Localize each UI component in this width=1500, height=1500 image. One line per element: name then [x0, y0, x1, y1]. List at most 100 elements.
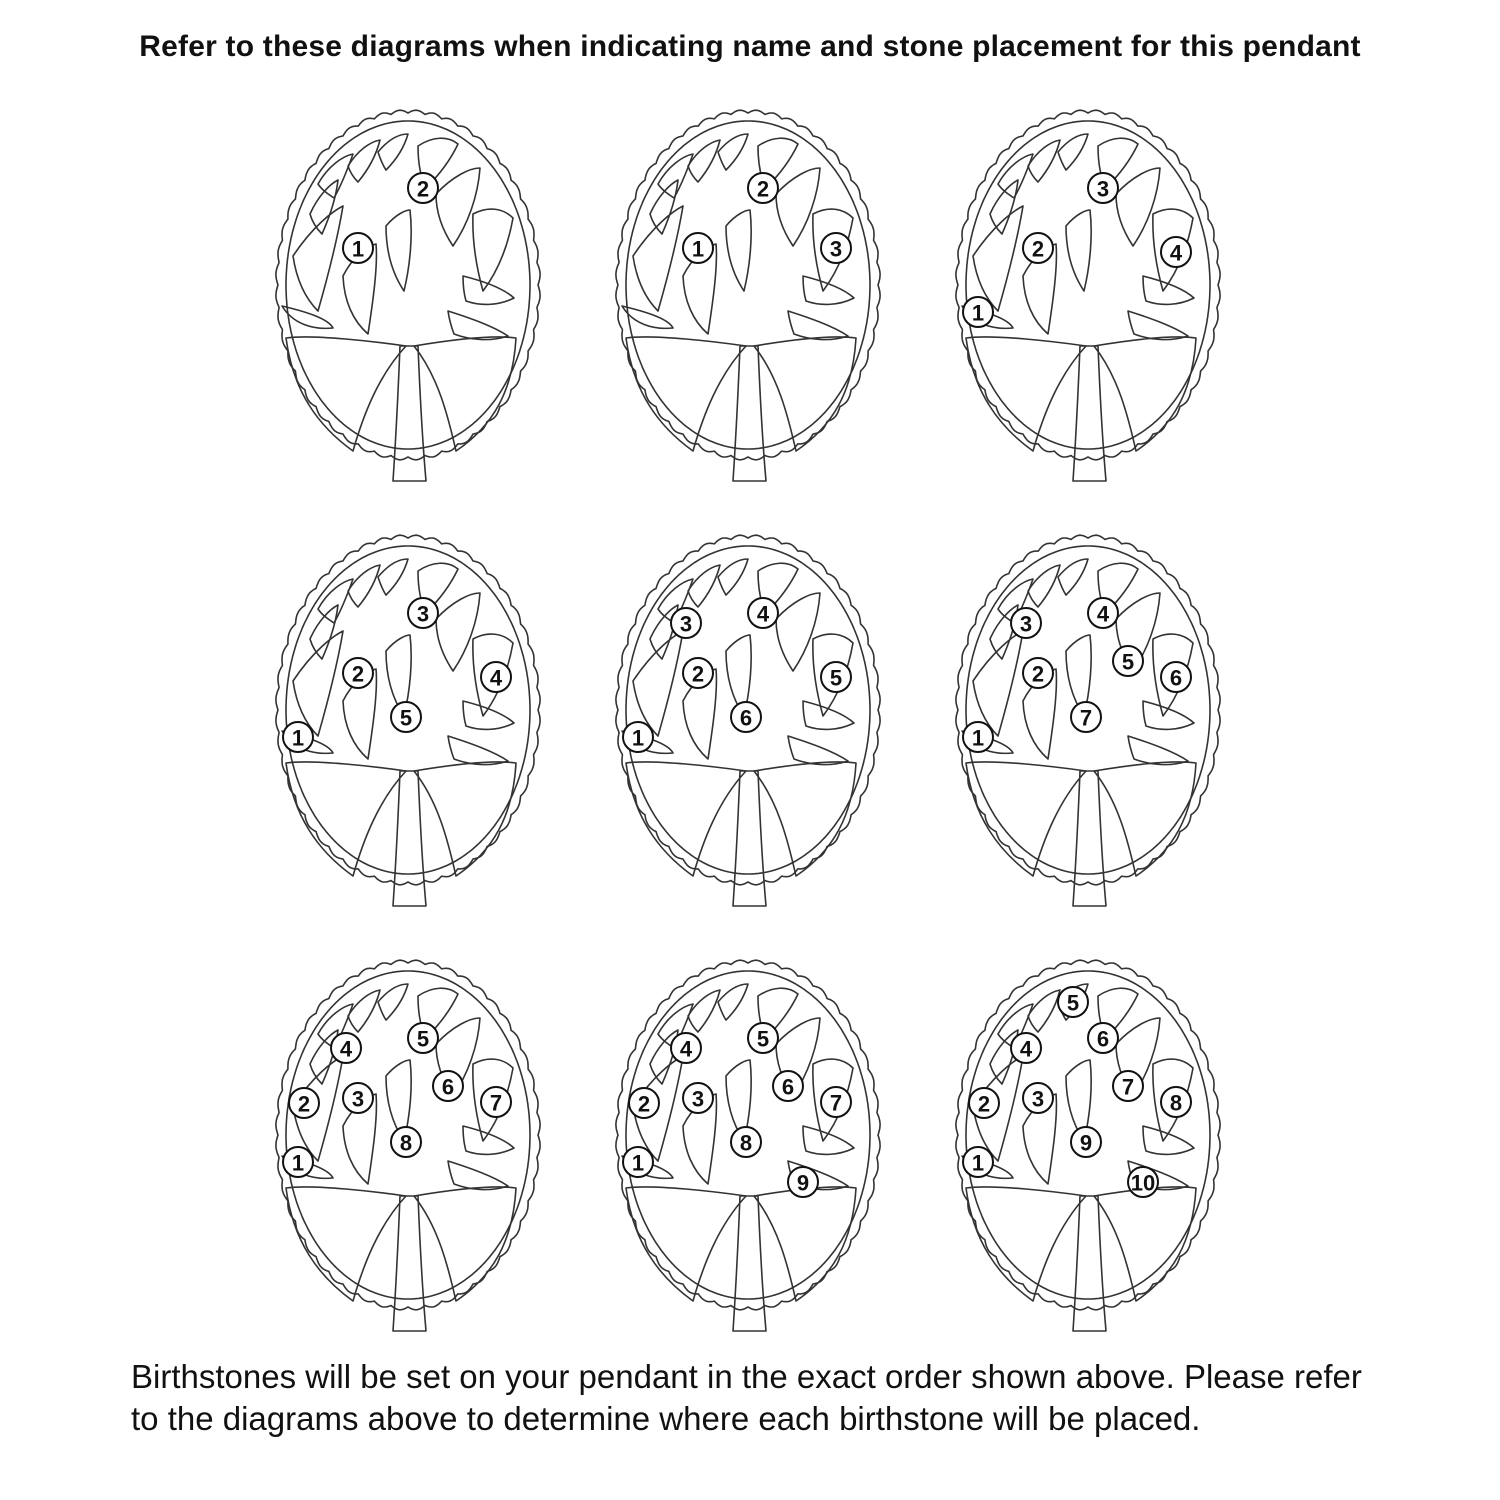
stone-number: 1	[292, 726, 304, 751]
tree-leaf	[717, 558, 749, 596]
tree-leaf	[1072, 345, 1107, 482]
stone-number: 2	[1032, 237, 1044, 262]
stone-number: 3	[417, 602, 429, 627]
tree-cutouts	[961, 558, 1197, 907]
tree-leaf	[417, 562, 459, 614]
tree-leaf	[285, 336, 407, 452]
stone-number: 4	[490, 666, 503, 691]
stone-marker	[747, 172, 779, 204]
tree-leaf	[997, 153, 1034, 199]
stone-marker	[968, 1087, 1000, 1119]
stone-number: 2	[757, 177, 769, 202]
stone-number: 9	[797, 1171, 809, 1196]
tree-leaf	[625, 336, 747, 452]
stone-marker	[1112, 1070, 1144, 1102]
tree-leaf	[632, 205, 684, 312]
stone-number: 5	[400, 706, 412, 731]
stone-position: 2	[1022, 657, 1054, 689]
stone-number: 2	[692, 662, 704, 687]
stone-position: 5	[747, 1022, 779, 1054]
tree-leaf	[657, 578, 694, 624]
stone-marker	[407, 1022, 439, 1054]
tree-leaf	[972, 1055, 1024, 1162]
tree-leaf	[1093, 761, 1197, 877]
stone-number: 3	[352, 1087, 364, 1112]
tree-leaf	[392, 1195, 427, 1332]
stone-marker	[1057, 986, 1089, 1018]
stone-marker	[820, 232, 852, 264]
stone-number: 3	[680, 612, 692, 637]
tree-leaf	[1093, 1186, 1197, 1302]
stone-marker	[1160, 661, 1192, 693]
tree-leaf	[725, 209, 752, 292]
stone-marker	[622, 721, 654, 753]
stone-marker	[962, 721, 994, 753]
stone-number: 3	[1020, 612, 1032, 637]
tree-leaf	[1097, 987, 1139, 1039]
stone-number: 6	[1170, 666, 1182, 691]
tree-leaf	[417, 987, 459, 1039]
stone-number: 5	[830, 666, 842, 691]
tree-leaf	[347, 139, 381, 183]
stone-marker	[282, 1146, 314, 1178]
tree-leaf	[292, 630, 344, 737]
stone-marker	[1087, 1022, 1119, 1054]
stone-marker	[670, 1032, 702, 1064]
tree-leaf	[989, 179, 1019, 235]
stone-position: 1	[622, 1146, 654, 1178]
stone-marker	[342, 1082, 374, 1114]
tree-leaf	[649, 1029, 679, 1085]
stone-number: 1	[352, 237, 364, 262]
stone-marker	[390, 701, 422, 733]
stone-number: 1	[972, 726, 984, 751]
stone-marker	[622, 1146, 654, 1178]
stone-marker	[682, 657, 714, 689]
tree-leaf	[753, 1186, 857, 1302]
stone-position: 3	[1087, 172, 1119, 204]
tree-cutouts	[621, 983, 857, 1332]
tree-leaf	[725, 1059, 752, 1142]
stone-marker	[480, 661, 512, 693]
stone-number: 2	[638, 1092, 650, 1117]
stone-position: 4	[670, 1032, 702, 1064]
tree-leaf	[1127, 735, 1189, 766]
stone-marker	[820, 661, 852, 693]
stone-number: 3	[1097, 177, 1109, 202]
tree-leaf	[965, 336, 1087, 452]
tree-leaf	[753, 336, 857, 452]
tree-leaf	[462, 1125, 515, 1156]
stone-position: 2	[747, 172, 779, 204]
stone-marker	[670, 607, 702, 639]
tree-leaf	[292, 205, 344, 312]
stone-position: 1	[342, 232, 374, 264]
tree-leaf	[462, 275, 515, 306]
stone-marker	[682, 232, 714, 264]
tree-leaf	[753, 761, 857, 877]
stone-position: 5	[390, 701, 422, 733]
tree-leaf	[687, 989, 721, 1033]
stone-number: 5	[757, 1027, 769, 1052]
stone-marker	[342, 657, 374, 689]
tree-leaf	[292, 1055, 344, 1162]
tree-leaf	[989, 604, 1019, 660]
tree-leaf	[775, 592, 821, 672]
stone-marker	[1070, 1126, 1102, 1158]
stone-position: 4	[1160, 236, 1192, 268]
stone-marker	[730, 1126, 762, 1158]
stone-marker	[1160, 1086, 1192, 1118]
tree-leaf	[1065, 1059, 1092, 1142]
tree-leaf	[775, 167, 821, 247]
stone-position: 1	[682, 232, 714, 264]
tree-leaf	[309, 1029, 339, 1085]
tree-leaf	[447, 735, 509, 766]
tree-cutouts	[961, 983, 1197, 1332]
stone-number: 5	[1122, 650, 1134, 675]
